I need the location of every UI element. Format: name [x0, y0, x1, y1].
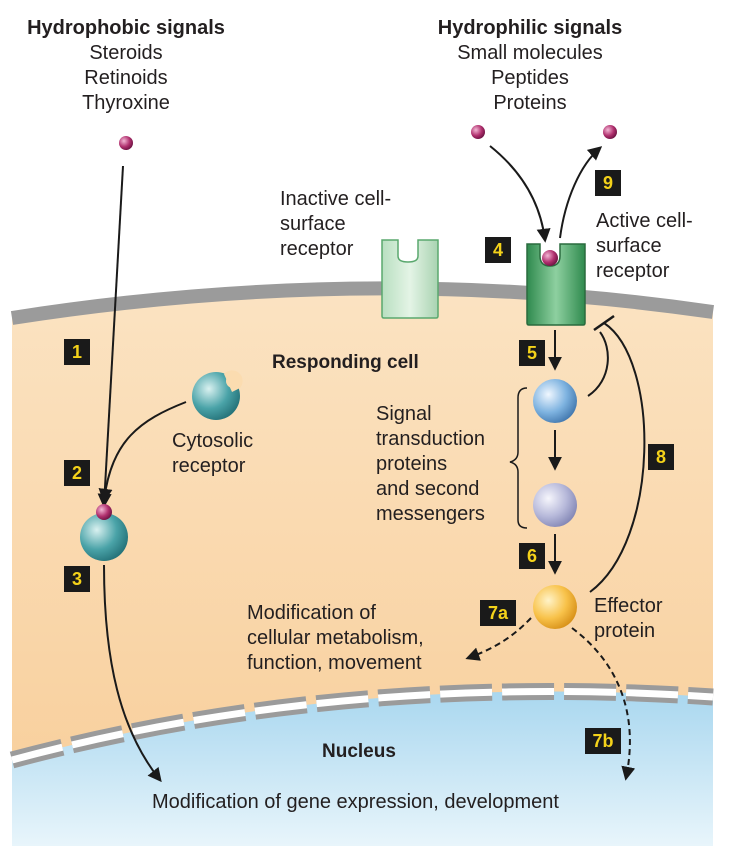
metabolism-label: function, movement — [247, 652, 422, 674]
metabolism-label: cellular metabolism, — [247, 627, 424, 649]
step-badge-9: 9 — [595, 170, 621, 196]
gene-expression-label: Modification of gene expression, develop… — [152, 791, 559, 813]
inhibition-bar — [593, 314, 615, 332]
step-badge-7a: 7a — [480, 600, 516, 626]
signal-transduction-label: Signal — [376, 403, 432, 425]
hydrophobic-item: Retinoids — [84, 67, 168, 89]
signal-transduction-label: proteins — [376, 453, 448, 475]
hydrophobic-title: Hydrophobic signals — [27, 17, 225, 39]
step-badge-8: 8 — [648, 444, 674, 470]
hydrophobic-ligand — [119, 136, 133, 150]
arrow-hydrophobic-entry — [97, 165, 124, 508]
effector-protein — [533, 585, 577, 629]
effector-protein-label: Effector — [594, 595, 663, 617]
step-badge-5: 5 — [519, 340, 545, 366]
brace — [509, 387, 528, 529]
step-badge-2: 2 — [64, 460, 90, 486]
hydrophobic-item: Thyroxine — [82, 92, 170, 114]
inactive-receptor-label: receptor — [280, 238, 354, 260]
inactive-receptor-label: Inactive cell- — [280, 188, 392, 210]
second-messenger — [533, 483, 577, 527]
active-receptor-label: surface — [596, 235, 662, 257]
effector-protein-label: protein — [594, 620, 656, 642]
hydrophilic-item: Small molecules — [457, 42, 603, 64]
hydrophilic-item: Peptides — [491, 67, 569, 89]
nucleus-region — [12, 691, 713, 846]
hydrophilic-ligand-incoming — [471, 125, 485, 139]
active-receptor — [526, 243, 586, 326]
step-badge-3: 3 — [64, 566, 90, 592]
signal-transduction-label: messengers — [376, 503, 485, 525]
hydrophilic-item: Proteins — [493, 92, 567, 114]
arrow-receptor-binding — [98, 401, 187, 503]
nucleus-label: Nucleus — [322, 741, 396, 762]
step-badge-6: 6 — [519, 543, 545, 569]
signal-transduction-label: and second — [376, 478, 480, 500]
feedback-from-transducer — [587, 331, 609, 397]
arrow-ligand-binding — [489, 145, 551, 243]
cytosolic-receptor-label: receptor — [172, 455, 246, 477]
metabolism-label: Modification of — [247, 602, 376, 624]
feedback-inhibition — [589, 322, 646, 593]
inactive-receptor — [381, 239, 439, 319]
arrow-to-nucleus — [103, 564, 162, 783]
hydrophilic-ligand-released — [603, 125, 617, 139]
arrow-metabolism — [465, 617, 532, 661]
inactive-receptor-label: surface — [280, 213, 346, 235]
active-receptor-label: receptor — [596, 260, 670, 282]
active-receptor-label: Active cell- — [596, 210, 693, 232]
step-badge-7b: 7b — [585, 728, 621, 754]
arrow-ligand-release — [559, 146, 603, 239]
plasma-membrane — [10, 281, 715, 325]
hydrophobic-item: Steroids — [89, 42, 163, 64]
ligand-receptor-complex — [80, 504, 128, 561]
responding-cell-label: Responding cell — [272, 352, 419, 373]
arrow-gene-expression-7b — [571, 627, 636, 781]
cytosolic-receptor-free — [192, 370, 243, 420]
cytosolic-receptor-label: Cytosolic — [172, 430, 254, 452]
nuclear-envelope-lumen — [11, 687, 714, 764]
hydrophilic-title: Hydrophilic signals — [437, 17, 623, 39]
signal-transduction-protein — [533, 379, 577, 423]
step-badge-4: 4 — [485, 237, 511, 263]
signal-transduction-label: transduction — [376, 428, 485, 450]
step-badge-1: 1 — [64, 339, 90, 365]
